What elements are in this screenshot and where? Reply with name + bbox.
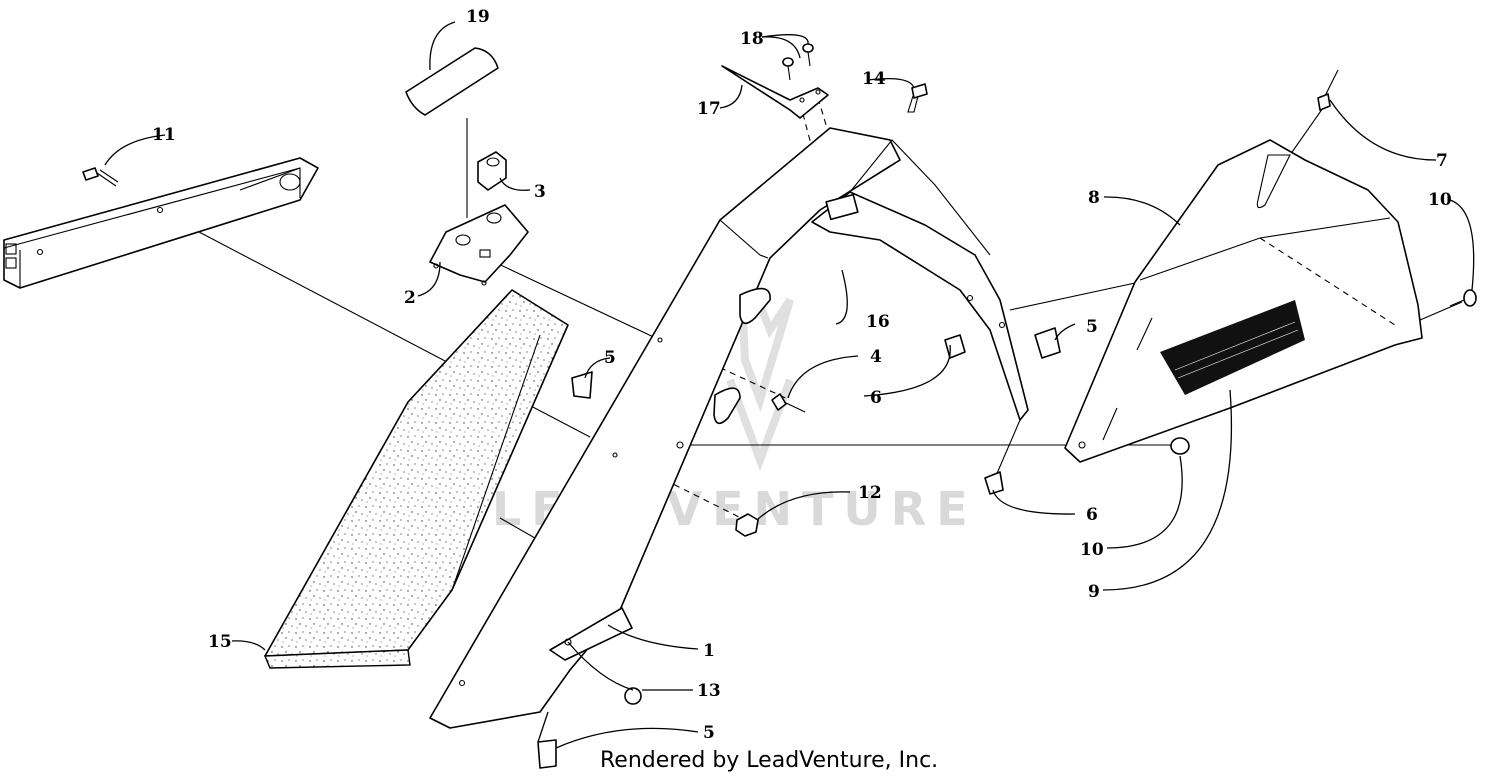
- foam-pad: [263, 289, 569, 669]
- callout-18: 18: [740, 29, 764, 49]
- info-decal: [1160, 300, 1305, 395]
- screw-18b: [802, 43, 814, 67]
- callout-15: 15: [208, 632, 232, 652]
- screw-18a: [782, 57, 794, 81]
- render-credit: Rendered by LeadVenture, Inc.: [600, 748, 939, 773]
- cover-pad: [405, 47, 499, 116]
- callout-17: 17: [697, 99, 721, 119]
- fastener-13: [624, 687, 642, 705]
- callout-14: 14: [862, 69, 886, 89]
- callout-8: 8: [1088, 188, 1100, 208]
- mounting-plate: [721, 65, 829, 119]
- clip-5a: [571, 371, 593, 399]
- callout-16: 16: [866, 312, 890, 332]
- callout-2: 2: [404, 288, 416, 308]
- nut-12: [735, 513, 759, 537]
- callout-19: 19: [466, 7, 490, 27]
- callout-5c: 5: [703, 723, 715, 743]
- callout-6b: 6: [1086, 505, 1098, 525]
- callout-11: 11: [152, 125, 176, 145]
- screw-10: [1449, 289, 1477, 307]
- callout-4: 4: [870, 347, 882, 367]
- callout-10a: 10: [1428, 190, 1452, 210]
- rear-cover: [1064, 139, 1423, 463]
- callout-6a: 6: [870, 388, 882, 408]
- callout-5b: 5: [1086, 317, 1098, 337]
- callout-10b: 10: [1080, 540, 1104, 560]
- bushing: [477, 151, 507, 191]
- callout-9: 9: [1088, 582, 1100, 602]
- callout-5a: 5: [604, 348, 616, 368]
- side-panel: [429, 127, 901, 729]
- bracket: [429, 204, 529, 286]
- clip-5b: [1034, 327, 1061, 359]
- callout-12: 12: [858, 483, 882, 503]
- clip-5c: [537, 739, 557, 769]
- screw-14: [907, 83, 928, 113]
- callout-3: 3: [534, 182, 546, 202]
- leader-lines: [104, 21, 1475, 749]
- callout-1: 1: [703, 641, 715, 661]
- rivet-7: [1317, 69, 1339, 111]
- bolt-11: [82, 167, 119, 187]
- alignment-lines: [179, 97, 1463, 559]
- pin-4: [771, 393, 806, 413]
- clip-6a: [944, 334, 966, 359]
- callout-7: 7: [1436, 151, 1448, 171]
- inner-arm: [811, 139, 1029, 421]
- nut-10: [1170, 437, 1190, 455]
- clip-6b: [984, 471, 1004, 495]
- callout-13: 13: [697, 681, 721, 701]
- callouts: 19 11 3 2 5 18 17 14 16 4 6 5 6 8 7 10 1…: [152, 7, 1452, 743]
- frame-tube: [3, 157, 319, 289]
